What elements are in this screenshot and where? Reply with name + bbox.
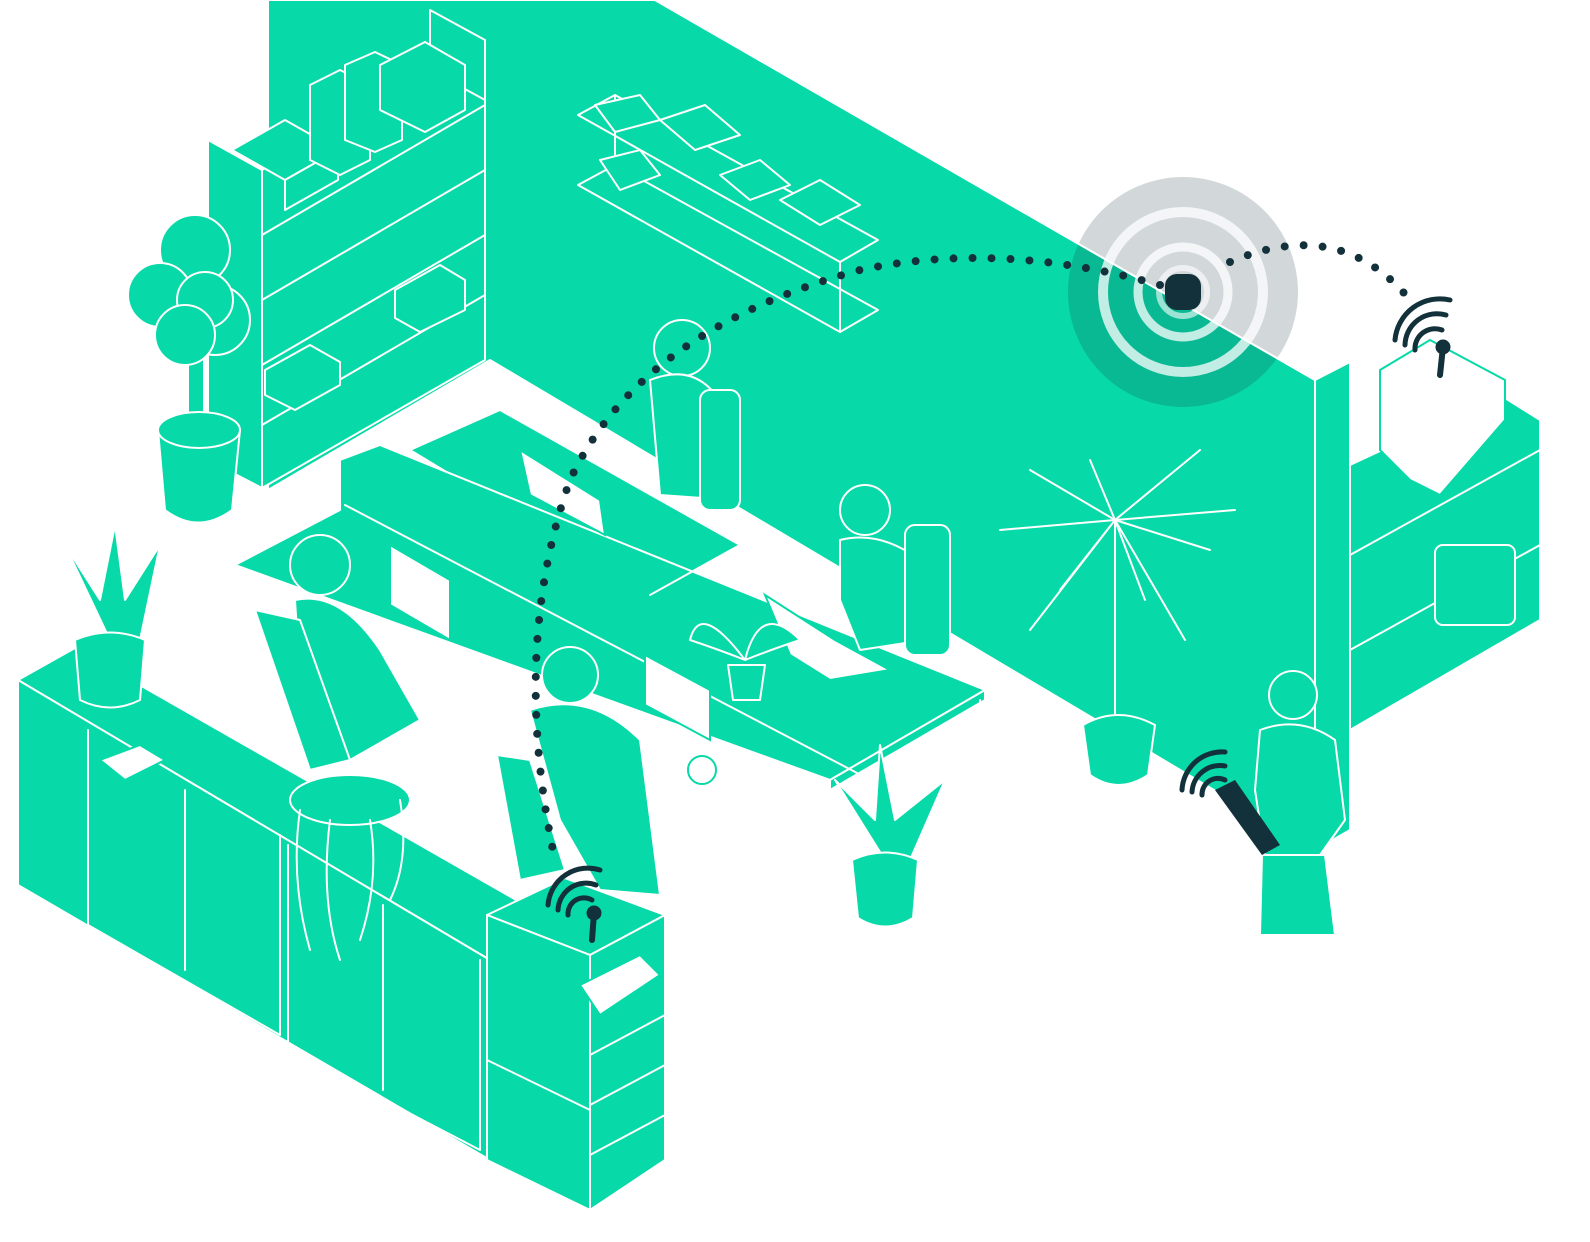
wifi-signal-icon: [545, 865, 603, 943]
tablet: [1215, 780, 1280, 855]
seated-people: [254, 319, 951, 896]
wall-bookshelf: [577, 94, 879, 333]
front-cabinet: [17, 647, 561, 1161]
laptop: [644, 653, 711, 742]
person-seated-front: [496, 646, 661, 896]
desk-cluster: [234, 409, 986, 956]
succulent-plant: [64, 524, 161, 709]
person-seated-headphones: [839, 484, 951, 656]
potted-tree: [127, 214, 251, 524]
wifi-signal-icon: [1179, 749, 1228, 798]
agave-plant: [834, 744, 946, 928]
network-path-dots: [531, 241, 1414, 864]
printer: [486, 877, 666, 1211]
path-router-to-coffee: [1226, 241, 1414, 304]
coffee-counter: [1349, 338, 1541, 731]
person-seated-left: [254, 534, 421, 771]
hanging-plant: [289, 774, 411, 961]
person-seated-back: [649, 319, 741, 511]
wall-edge: [654, 0, 1316, 381]
laptop: [518, 447, 607, 537]
bookcase: [207, 9, 486, 489]
palm-plant: [999, 449, 1236, 786]
router-icon: [1165, 274, 1201, 310]
desk-plant: [689, 623, 801, 701]
coffee-mug: [687, 755, 717, 785]
standing-person-with-tablet: [1215, 670, 1346, 1056]
wifi-signal-icon: [1392, 296, 1453, 378]
path-router-to-printer: [531, 254, 1164, 864]
laptop: [389, 543, 451, 642]
